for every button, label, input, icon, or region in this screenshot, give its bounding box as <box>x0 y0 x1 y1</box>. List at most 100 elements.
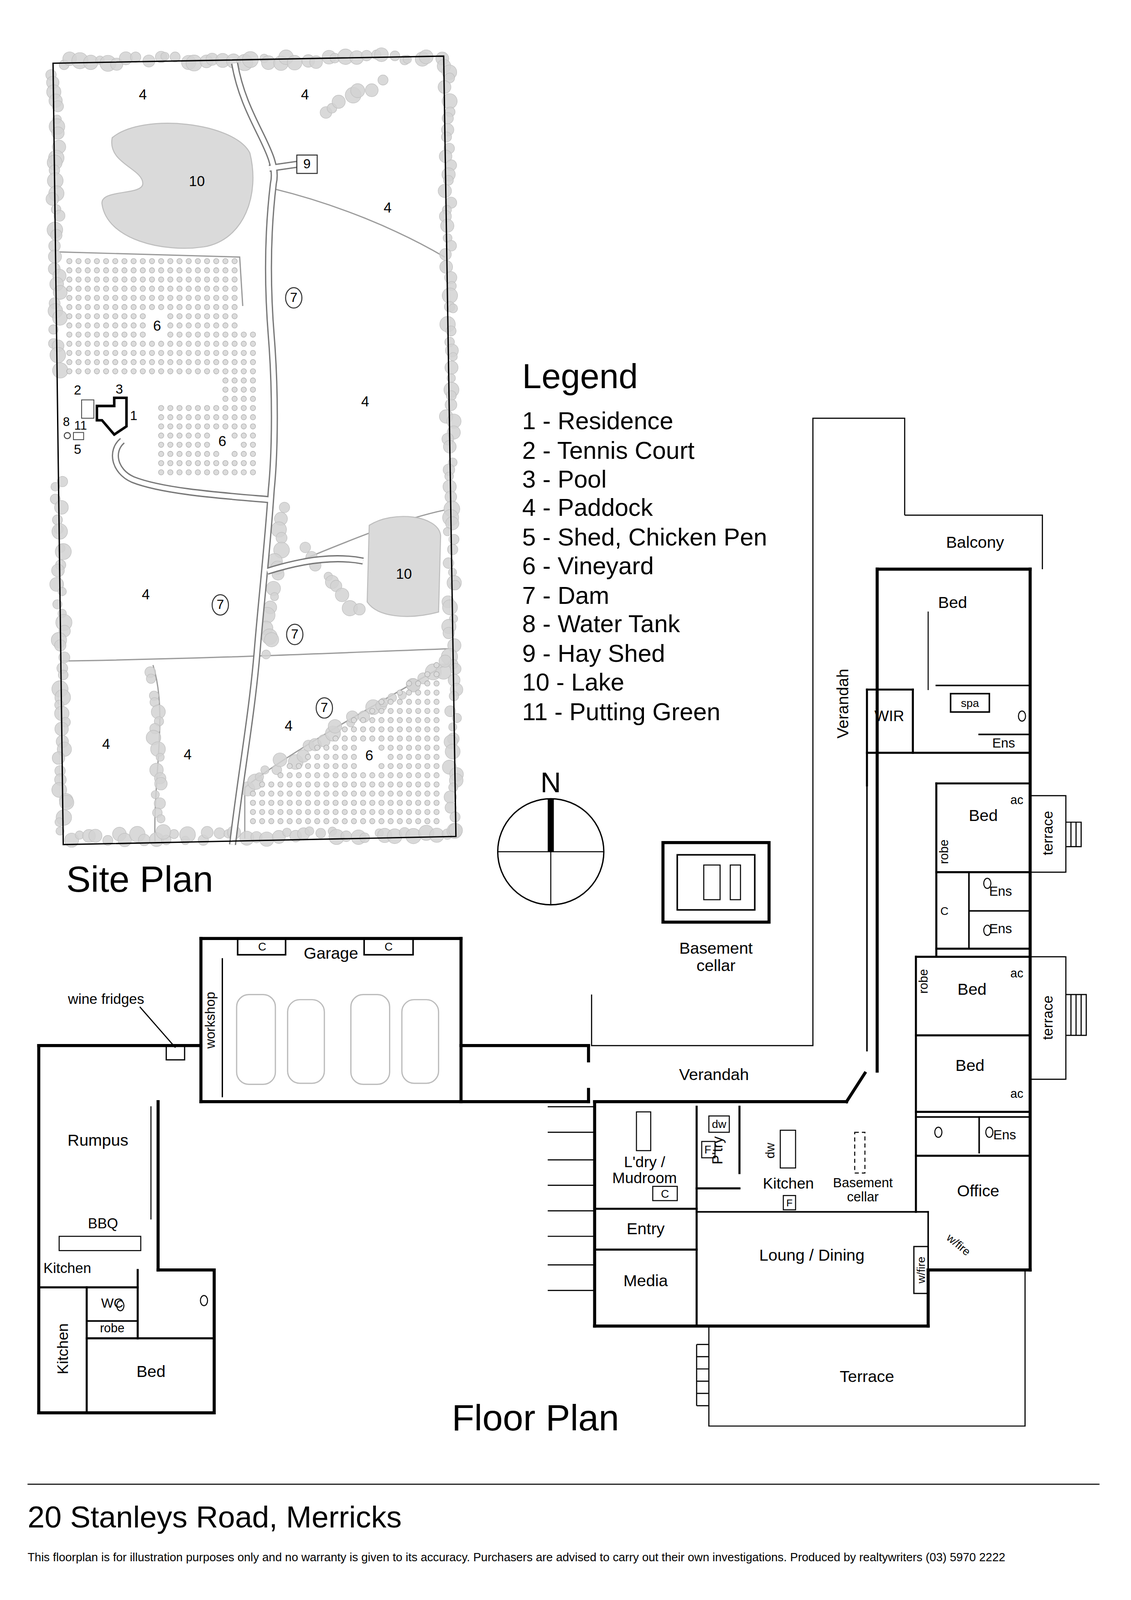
tree <box>448 568 457 577</box>
vine <box>121 332 128 338</box>
vine <box>176 405 183 411</box>
toilet-symbol <box>1018 710 1026 722</box>
vine <box>369 781 376 788</box>
vine <box>222 396 229 402</box>
vine <box>378 708 385 714</box>
vine <box>250 441 256 448</box>
vine <box>314 818 321 825</box>
room-area: terrace <box>1032 796 1065 871</box>
vine <box>176 423 183 430</box>
fixture-box <box>166 1045 185 1060</box>
vine <box>351 790 357 797</box>
vine <box>130 341 137 347</box>
vine <box>149 267 155 274</box>
callout-number: 4 <box>141 586 150 603</box>
vine <box>158 359 165 365</box>
vine <box>112 359 119 365</box>
vine <box>369 735 376 742</box>
callout-number: 10 <box>188 173 205 190</box>
vine <box>406 818 412 825</box>
vine <box>75 295 82 301</box>
vine <box>94 341 100 347</box>
vine <box>259 799 265 806</box>
vine <box>130 295 137 301</box>
vine <box>167 432 174 439</box>
vine <box>424 726 431 732</box>
vine <box>112 350 119 356</box>
fixture-box <box>363 938 413 955</box>
vine <box>195 295 201 301</box>
vine <box>186 441 192 448</box>
vine <box>433 680 440 687</box>
vine <box>204 285 210 292</box>
vine <box>388 790 394 797</box>
vine <box>351 745 357 751</box>
vine <box>66 350 73 356</box>
vine <box>314 772 321 779</box>
vine <box>406 809 412 815</box>
shed <box>73 432 84 440</box>
vine <box>149 276 155 283</box>
vine <box>222 322 229 329</box>
room-label: P'try <box>710 1136 726 1165</box>
tree <box>138 834 150 846</box>
tree <box>279 502 290 513</box>
vine <box>424 772 431 779</box>
vine <box>204 276 210 283</box>
wall <box>459 938 463 1102</box>
wall <box>594 1099 847 1104</box>
vine <box>360 818 366 825</box>
vine <box>121 295 128 301</box>
tree <box>443 527 452 536</box>
vine <box>222 304 229 310</box>
room-area: Basement cellar <box>639 840 793 976</box>
vine <box>176 285 183 292</box>
vine <box>140 368 146 374</box>
tree <box>441 131 452 142</box>
vine <box>406 745 412 751</box>
callout-number: 4 <box>383 200 392 216</box>
tree <box>154 797 166 810</box>
vine <box>305 809 312 815</box>
vine <box>433 763 440 769</box>
outline-line <box>1065 822 1082 847</box>
room-label: Bed <box>955 1056 985 1075</box>
vine <box>195 423 201 430</box>
vine <box>195 432 201 439</box>
callout-number: 7 <box>290 627 299 642</box>
site-plan-art <box>45 47 464 848</box>
vine <box>140 359 146 365</box>
vine <box>415 763 421 769</box>
tree <box>255 772 264 781</box>
legend-entry: 10 - Lake <box>522 669 625 696</box>
vine <box>397 699 403 705</box>
vine <box>213 341 219 347</box>
compass <box>497 798 604 905</box>
vine <box>158 295 165 301</box>
footer-rule <box>27 1483 1100 1485</box>
room-area: WC <box>89 1288 135 1319</box>
vine <box>222 368 229 374</box>
wall <box>936 684 1031 686</box>
vine <box>158 460 165 467</box>
vine <box>397 799 403 806</box>
vine <box>176 451 183 457</box>
vine <box>85 359 91 365</box>
vine <box>213 368 219 374</box>
tree <box>441 112 454 125</box>
wall <box>201 1099 462 1104</box>
vine <box>213 258 219 265</box>
wall <box>86 1320 138 1322</box>
vine <box>406 690 412 696</box>
vine <box>232 313 238 320</box>
tree <box>287 55 302 70</box>
vine <box>186 285 192 292</box>
vine <box>94 359 100 365</box>
dam-outline <box>316 697 333 719</box>
wall <box>150 1106 152 1220</box>
dam-outline <box>286 624 303 645</box>
vine <box>195 322 201 329</box>
vine <box>433 735 440 742</box>
vine <box>397 754 403 760</box>
